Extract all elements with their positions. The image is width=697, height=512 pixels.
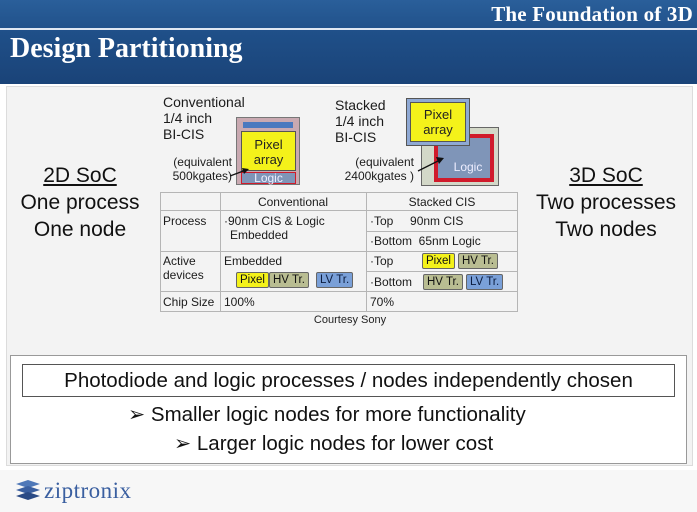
stacked-pixel-array-line: Pixel — [423, 107, 453, 122]
bullet-item: ➢ Smaller logic nodes for more functiona… — [128, 403, 526, 427]
stacked-label-line: BI-CIS — [335, 129, 377, 145]
active-stacked-bottom-text: ·Bottom — [370, 275, 413, 289]
right-side-line: Two processes — [535, 191, 677, 214]
left-side-line: One process — [20, 191, 140, 214]
row-label-line: devices — [163, 268, 204, 282]
process-stacked-bottom: ·Bottom 65nm Logic — [370, 234, 481, 248]
right-side-line: Two nodes — [555, 218, 657, 241]
ziptronix-logo-icon — [16, 480, 40, 500]
courtesy-note: Courtesy Sony — [313, 314, 387, 326]
stacked-equivalent-line: (equivalent — [355, 155, 414, 169]
stacked-equivalent: (equivalent 2400kgates ) — [318, 155, 414, 183]
stacked-pixel-array-line: array — [423, 122, 453, 137]
bullet-item: ➢ Larger logic nodes for lower cost — [174, 432, 493, 456]
row-label-chip-size: Chip Size — [163, 295, 215, 309]
process-conventional-line: ·90nm CIS & Logic — [224, 214, 325, 228]
pixel-array-label: Pixel array — [242, 137, 295, 167]
process-conventional-line: Embedded — [230, 228, 289, 242]
row-label-active-devices: Active devices — [163, 254, 204, 282]
summary-box: Photodiode and logic processes / nodes i… — [10, 355, 687, 464]
pixel-array-block: Pixel array — [241, 131, 296, 171]
summary-banner: Photodiode and logic processes / nodes i… — [22, 364, 675, 397]
conventional-label-line: 1/4 inch — [163, 110, 213, 126]
pixel-array-line: array — [253, 152, 284, 167]
stacked-label: Stacked 1/4 inch BI-CIS — [335, 97, 386, 145]
stacked-equivalent-line: 2400kgates ) — [344, 169, 414, 183]
chip-size-conventional: 100% — [224, 295, 255, 309]
pixel-array-line: Pixel — [254, 137, 283, 152]
stacked-pixel-array-label: Pixel array — [411, 107, 465, 137]
row-label-line: Active — [163, 254, 196, 268]
header-title: The Foundation of 3D — [491, 2, 693, 26]
process-conventional: ·90nm CIS & Logic Embedded — [224, 214, 325, 242]
badge-hv-tr: HV Tr. — [423, 274, 463, 290]
stacked-logic-label: Logic — [453, 160, 483, 174]
badge-pixel: Pixel — [422, 253, 455, 269]
left-side-text: 2D SoC One process One node — [6, 162, 154, 243]
badge-lv-tr: LV Tr. — [466, 274, 504, 290]
active-conventional-text: Embedded — [224, 254, 283, 268]
conventional-equivalent-line: 500kgates) — [172, 169, 232, 183]
header-divider — [0, 28, 697, 30]
stacked-chip-top-die: Pixel array — [406, 98, 470, 146]
arrow-head-icon — [242, 168, 249, 174]
comparison-table: Conventional Stacked CIS Process ·90nm C… — [160, 192, 518, 312]
footer-bar — [0, 470, 697, 512]
logic-block: Logic — [241, 171, 296, 185]
row-label-process: Process — [163, 214, 207, 228]
bullet-text: Larger logic nodes for lower cost — [196, 432, 494, 455]
conventional-chip-diagram: Pixel array Logic — [236, 117, 300, 185]
chip-top-strip — [243, 122, 293, 128]
chip-size-stacked: 70% — [370, 295, 395, 309]
bullet-arrow-icon: ➢ — [174, 432, 192, 455]
right-side-text: 3D SoC Two processes Two nodes — [524, 162, 688, 243]
conventional-label-line: Conventional — [163, 94, 245, 110]
header-bar: The Foundation of 3D Design Partitioning — [0, 0, 697, 84]
conventional-label-line: BI-CIS — [163, 126, 205, 142]
conventional-label: Conventional 1/4 inch BI-CIS — [163, 94, 245, 142]
stacked-label-line: 1/4 inch — [335, 113, 385, 129]
ziptronix-logo-text: ziptronix — [44, 478, 132, 503]
slide-title: Design Partitioning — [10, 33, 243, 64]
table-header-conventional: Conventional — [257, 195, 329, 209]
process-stacked-top: ·Top 90nm CIS — [370, 214, 464, 228]
table-header-stacked: Stacked CIS — [408, 195, 476, 209]
conventional-equivalent: (equivalent 500kgates) — [150, 155, 232, 183]
badge-hv-tr: HV Tr. — [269, 272, 309, 288]
right-side-heading: 3D SoC — [569, 164, 643, 187]
arrow-head-icon — [436, 157, 444, 164]
badge-pixel: Pixel — [236, 272, 269, 288]
badge-lv-tr: LV Tr. — [316, 272, 354, 288]
logic-label: Logic — [254, 171, 283, 185]
left-side-line: One node — [33, 218, 127, 241]
conventional-equivalent-line: (equivalent — [173, 155, 232, 169]
stacked-label-line: Stacked — [335, 97, 386, 113]
active-stacked-top-text: ·Top — [370, 254, 394, 268]
stacked-pixel-array-block: Pixel array — [410, 102, 466, 142]
left-side-heading: 2D SoC — [43, 164, 117, 187]
bullet-arrow-icon: ➢ — [128, 403, 146, 426]
badge-hv-tr: HV Tr. — [458, 253, 498, 269]
bullet-text: Smaller logic nodes for more functionali… — [150, 403, 526, 426]
